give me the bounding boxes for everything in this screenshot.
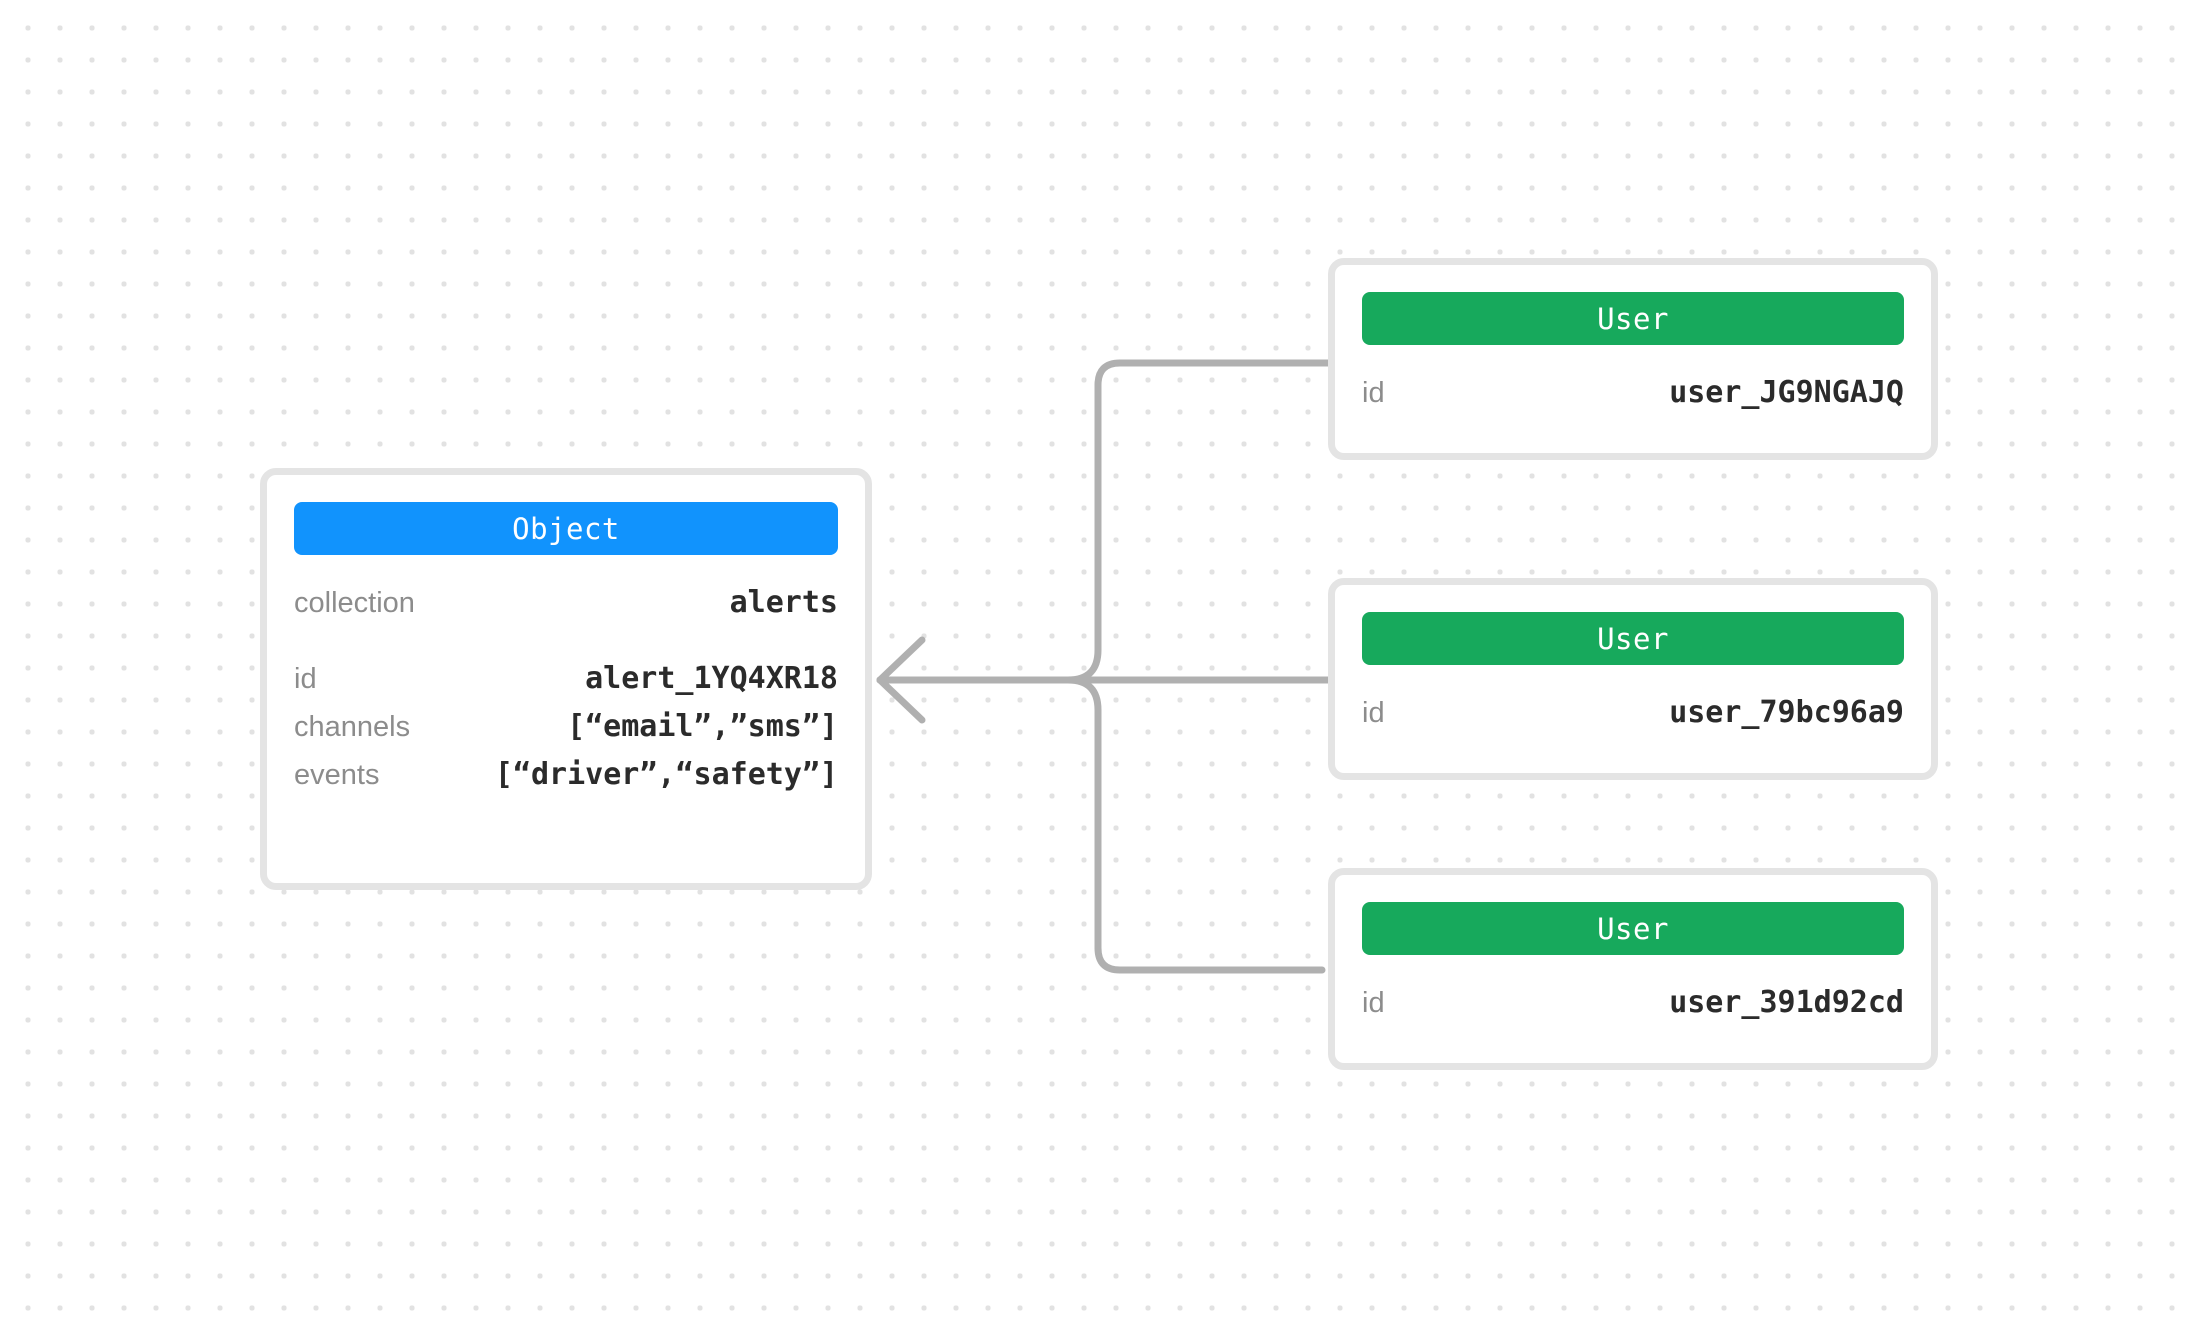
table-row[interactable]: id user_79bc96a9 [1362, 695, 1904, 743]
row-value: [“email”,”sms”] [567, 709, 838, 744]
node-user-2-rows: id user_391d92cd [1362, 985, 1904, 1033]
edge-user-0 [876, 359, 1334, 684]
table-row[interactable]: channels [“email”,”sms”] [294, 709, 838, 757]
node-object-type-label: Object [294, 502, 838, 555]
node-object-rows: collection alerts id alert_1YQ4XR18 chan… [294, 585, 838, 805]
table-row[interactable]: events [“driver”,“safety”] [294, 757, 838, 805]
row-key: events [294, 759, 380, 791]
node-user-1-type-label: User [1362, 612, 1904, 665]
edge-user-2 [876, 676, 1326, 974]
row-key: id [1362, 987, 1385, 1019]
row-separator [294, 633, 838, 661]
node-user-2[interactable]: User id user_391d92cd [1328, 868, 1938, 1070]
edge-arrowhead-icon [876, 636, 926, 724]
table-row[interactable]: id user_JG9NGAJQ [1362, 375, 1904, 423]
row-key: id [1362, 697, 1385, 729]
row-key: collection [294, 587, 415, 619]
node-user-0-type-label: User [1362, 292, 1904, 345]
node-user-0-rows: id user_JG9NGAJQ [1362, 375, 1904, 423]
row-value: user_JG9NGAJQ [1669, 375, 1904, 410]
table-row[interactable]: id alert_1YQ4XR18 [294, 661, 838, 709]
row-value: alert_1YQ4XR18 [585, 661, 838, 696]
row-value: user_79bc96a9 [1669, 695, 1904, 730]
row-value: alerts [729, 585, 838, 620]
node-user-0[interactable]: User id user_JG9NGAJQ [1328, 258, 1938, 460]
node-user-1[interactable]: User id user_79bc96a9 [1328, 578, 1938, 780]
row-key: channels [294, 711, 411, 743]
node-user-1-rows: id user_79bc96a9 [1362, 695, 1904, 743]
table-row[interactable]: collection alerts [294, 585, 838, 633]
row-value: user_391d92cd [1669, 985, 1904, 1020]
row-key: id [294, 663, 317, 695]
node-user-2-type-label: User [1362, 902, 1904, 955]
node-object[interactable]: Object collection alerts id alert_1YQ4XR… [260, 468, 872, 890]
row-key: id [1362, 377, 1385, 409]
table-row[interactable]: id user_391d92cd [1362, 985, 1904, 1033]
row-value: [“driver”,“safety”] [494, 757, 838, 792]
